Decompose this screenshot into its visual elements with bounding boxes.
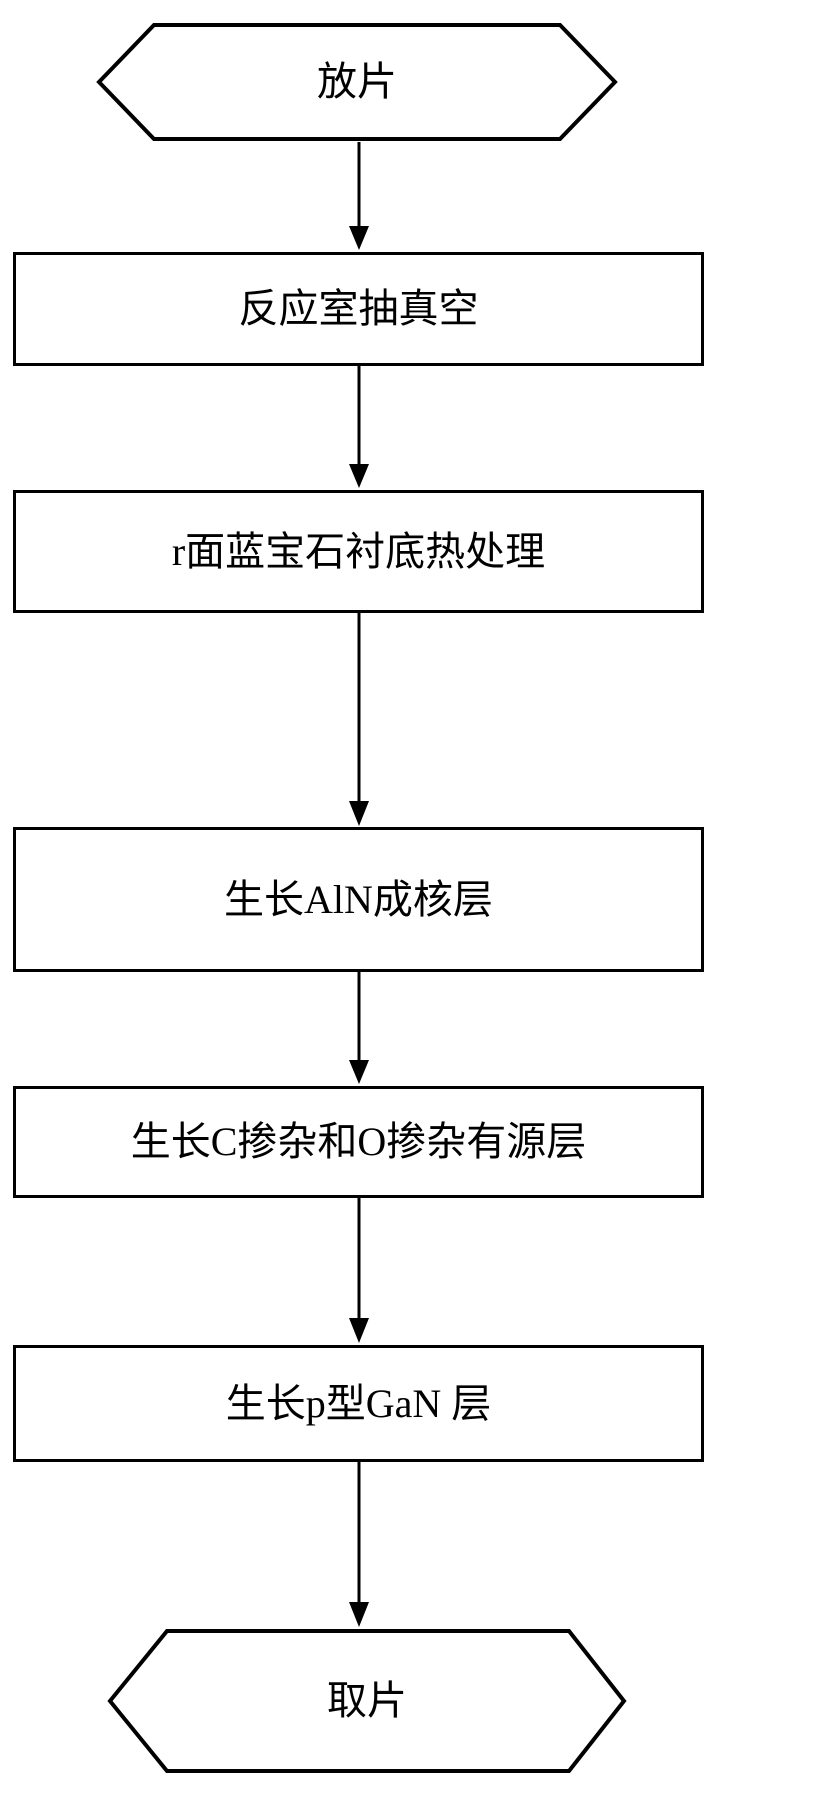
connector-step5-to-end xyxy=(344,1462,374,1629)
flow-node-end-label: 取片 xyxy=(327,1678,407,1723)
connector-step1-to-step2 xyxy=(344,366,374,490)
arrowhead-icon xyxy=(349,1318,369,1343)
arrowhead-icon xyxy=(349,464,369,488)
flow-node-step1[interactable]: 反应室抽真空 xyxy=(13,252,704,366)
flow-node-step4-label: 生长C掺杂和O掺杂有源层 xyxy=(130,1119,587,1164)
connector-step2-to-step3 xyxy=(344,613,374,828)
flow-node-step3[interactable]: 生长AlN成核层 xyxy=(13,827,704,972)
flow-node-step5[interactable]: 生长p型GaN 层 xyxy=(13,1345,704,1462)
flow-node-step3-label: 生长AlN成核层 xyxy=(224,876,493,922)
connector-start-to-step1 xyxy=(344,142,374,252)
arrowhead-icon xyxy=(349,226,369,250)
flow-node-start[interactable]: 放片 xyxy=(96,22,618,142)
flow-node-step2-label: r面蓝宝石衬底热处理 xyxy=(171,528,546,574)
hexagon-shape xyxy=(96,23,618,141)
flow-node-step5-label: 生长p型GaN 层 xyxy=(225,1380,492,1426)
flow-node-step2[interactable]: r面蓝宝石衬底热处理 xyxy=(13,490,704,613)
arrowhead-icon xyxy=(349,1060,369,1084)
connector-step4-to-step5 xyxy=(344,1198,374,1345)
arrowhead-icon xyxy=(349,801,369,826)
flow-node-step1-label: 反应室抽真空 xyxy=(238,286,479,331)
hexagon-shape xyxy=(107,1629,627,1773)
connector-step3-to-step4 xyxy=(344,972,374,1086)
arrowhead-icon xyxy=(349,1602,369,1627)
flow-node-step4[interactable]: 生长C掺杂和O掺杂有源层 xyxy=(13,1086,704,1198)
flow-node-end[interactable]: 取片 xyxy=(107,1628,627,1774)
flow-node-start-label: 放片 xyxy=(317,59,397,104)
